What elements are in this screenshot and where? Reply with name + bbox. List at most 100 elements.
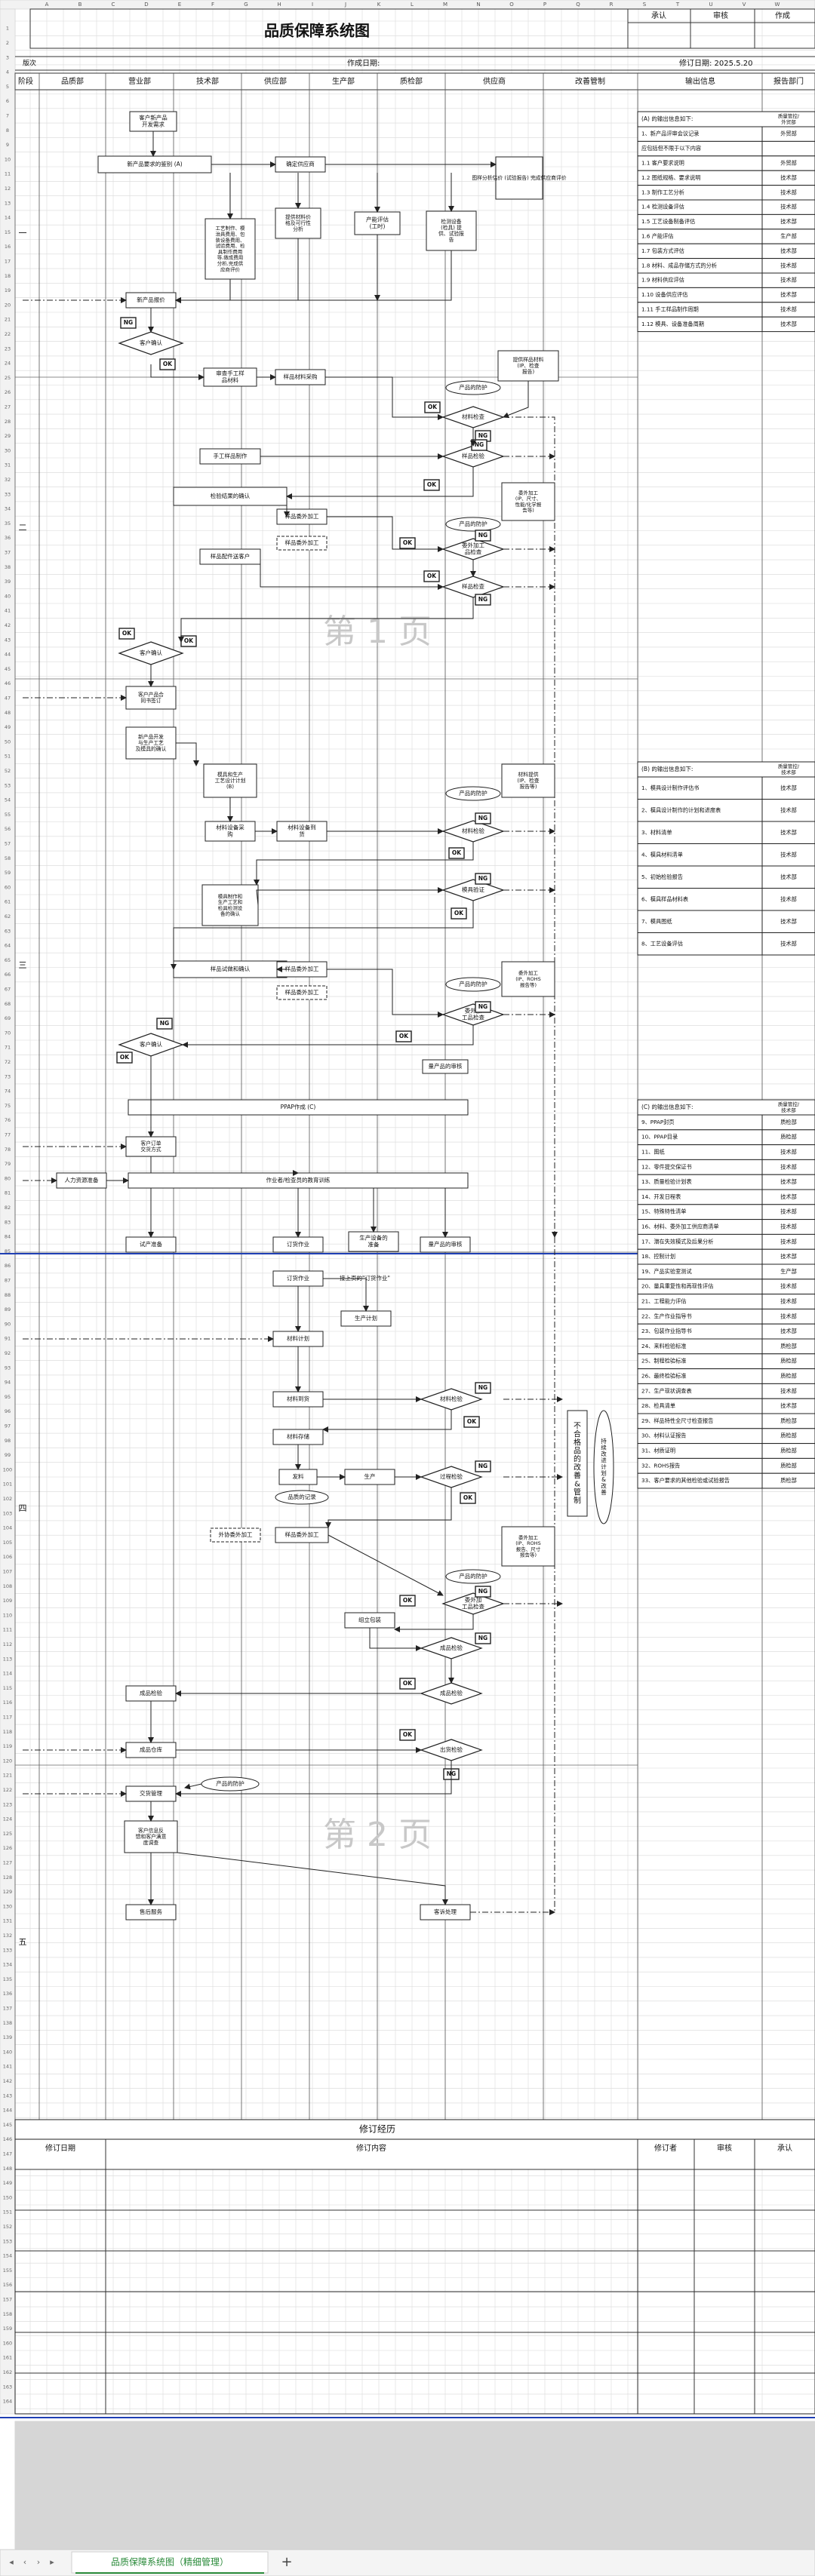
tag-label: NG xyxy=(124,319,133,326)
process-box-customer_sign xyxy=(125,686,177,710)
process-label: 外协委外加工 xyxy=(219,1531,253,1538)
tag-label: NG xyxy=(478,596,487,603)
process-label: 订货作业 xyxy=(287,1240,309,1248)
column-letter: R xyxy=(610,2,614,8)
flow-arrow xyxy=(286,467,474,499)
row-number: 79 xyxy=(5,1161,11,1167)
flow-arrow xyxy=(177,1852,448,1905)
tag-ok xyxy=(399,1678,416,1690)
tag-label: NG xyxy=(478,815,487,821)
row-number: 22 xyxy=(5,331,11,337)
row-number: 72 xyxy=(5,1059,11,1065)
output-dept: 技术部 xyxy=(780,1328,797,1334)
tag-ng xyxy=(475,1632,491,1644)
row-number: 64 xyxy=(5,943,11,949)
row-number: 146 xyxy=(3,2136,12,2142)
row-number: 16 xyxy=(5,244,11,250)
tag-ng xyxy=(475,873,491,885)
row-number: 80 xyxy=(5,1175,11,1181)
column-letter: J xyxy=(344,2,346,8)
process-label: 成品仓库 xyxy=(140,1745,162,1753)
sheet-tab-label[interactable]: 品质保障系统图（精细管理） xyxy=(111,2556,229,2568)
output-row xyxy=(637,799,763,822)
output-table-dept: 质量管控/技术部 xyxy=(778,1101,800,1113)
output-table-title: (C) 的输出信息如下: xyxy=(641,1103,694,1110)
row-number: 98 xyxy=(5,1438,11,1444)
process-box-mold_design xyxy=(203,763,257,798)
row-number: 45 xyxy=(5,666,11,672)
output-item: 6、模具样品材料表 xyxy=(641,895,688,902)
row-number: 153 xyxy=(3,2238,12,2244)
tag-ok xyxy=(399,1729,416,1741)
tag-label: NG xyxy=(478,1588,487,1595)
row-number: 12 xyxy=(5,186,11,192)
process-box-inspect_confirm xyxy=(173,487,288,506)
output-item: 2、模具设计制作的计划和进度表 xyxy=(641,806,721,813)
row-number: 128 xyxy=(3,1874,12,1881)
process-label: 样品委外加工 xyxy=(285,1531,319,1538)
row-number: 89 xyxy=(5,1306,11,1313)
revision-header: 审核 xyxy=(717,2143,732,2153)
output-dept: 技术部 xyxy=(780,204,797,210)
row-number: 8 xyxy=(6,127,9,134)
process-label: 新产品开发与生产工艺及模具的确认 xyxy=(136,733,167,752)
row-number: 102 xyxy=(3,1496,12,1502)
row-number: 23 xyxy=(5,345,11,352)
process-label: 新产品要求的鉴别 (A) xyxy=(127,160,182,167)
row-number: 18 xyxy=(5,273,11,279)
process-label: 组立包装 xyxy=(358,1616,381,1623)
row-number: 156 xyxy=(3,2282,12,2288)
tag-ng xyxy=(475,1001,491,1013)
row-number: 74 xyxy=(5,1088,11,1095)
row-number: 122 xyxy=(3,1787,12,1793)
output-dept: 技术部 xyxy=(780,277,797,284)
decision-label: 成品检验 xyxy=(440,1644,463,1651)
sheet-nav-last[interactable]: ▸ xyxy=(50,2557,54,2567)
process-box-ppap xyxy=(128,1099,469,1116)
sheet-tab-active[interactable] xyxy=(71,2551,269,2574)
row-number: 162 xyxy=(3,2369,12,2375)
row-number: 24 xyxy=(5,361,11,367)
process-label: 样品材料采购 xyxy=(284,373,318,380)
process-label: 客户产品合同书签订 xyxy=(138,691,164,704)
output-row-dept xyxy=(761,932,815,956)
sheet-nav-next[interactable]: › xyxy=(37,2557,40,2567)
stage-header: 阶段 xyxy=(18,76,33,86)
output-item: 1.12 模具、设备准备周期 xyxy=(641,321,704,327)
row-number: 125 xyxy=(3,1831,12,1837)
row-number: 52 xyxy=(5,768,11,774)
revision-title-row xyxy=(14,2119,815,2140)
row-number: 147 xyxy=(3,2151,12,2157)
process-label: 委外加工(IP、尺寸、性能/化学报告等) xyxy=(515,489,542,513)
output-item: 1.5 工艺设备制备评估 xyxy=(641,218,695,225)
flow-arrow xyxy=(394,1614,474,1632)
oval-quality_record xyxy=(275,1490,329,1505)
decision-label: 客户确认 xyxy=(140,339,162,346)
column-letter: E xyxy=(178,2,181,8)
output-row xyxy=(637,776,763,800)
row-number: 114 xyxy=(3,1671,12,1677)
column-letter: H xyxy=(277,2,281,8)
process-label: 工艺制作、模治具费用、包装设备费用、试验费用、检具制作费用等,做成费用分析,完成… xyxy=(216,225,246,273)
row-number: 105 xyxy=(3,1540,12,1546)
sheet-nav-prev[interactable]: ‹ xyxy=(23,2557,26,2567)
flow-arrow xyxy=(325,1488,452,1528)
revise-date-label: 修订日期: 2025.5.20 xyxy=(679,58,752,68)
row-number: 42 xyxy=(5,622,11,628)
output-item: 1.8 材料、成品存储方式的分析 xyxy=(641,262,717,269)
process-label: PPAP作成 (C) xyxy=(281,1103,316,1110)
row-number: 59 xyxy=(5,870,11,876)
output-dept: 技术部 xyxy=(780,1149,797,1156)
flow-arrow xyxy=(369,1628,422,1651)
output-item: 26、最终检验标准 xyxy=(641,1373,686,1380)
output-item: 19、产品实验室测试 xyxy=(641,1268,692,1275)
sheet-nav-first[interactable]: ◂ xyxy=(9,2557,14,2567)
row-number: 2 xyxy=(6,40,9,46)
row-number: 149 xyxy=(3,2180,12,2186)
process-label: 确定供应商 xyxy=(286,160,315,167)
output-item: 20、量具重复性和再现性评估 xyxy=(641,1283,713,1290)
output-dept: 质检部 xyxy=(780,1358,797,1365)
revision-header: 承认 xyxy=(777,2143,792,2153)
revision-header: 修订日期 xyxy=(45,2143,75,2153)
add-sheet-button[interactable]: + xyxy=(281,2554,292,2570)
